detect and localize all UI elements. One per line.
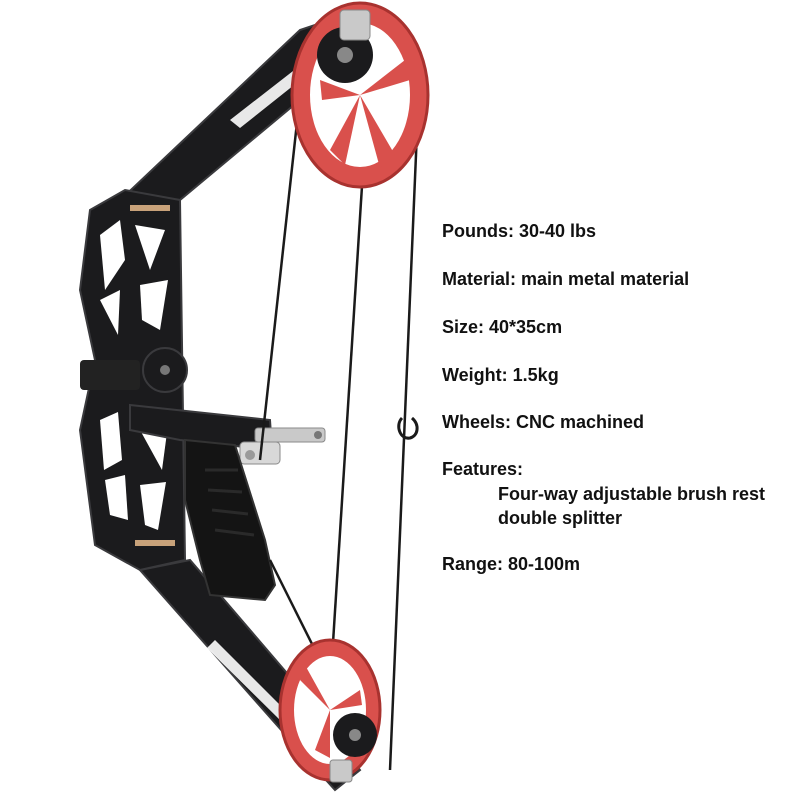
spec-weight: Weight: 1.5kg: [442, 365, 559, 385]
spec-range: Range: 80-100m: [442, 554, 581, 574]
spec-features-heading: Features:: [442, 459, 524, 479]
lower-limb-slot: [207, 640, 290, 722]
brush-rest: [239, 427, 326, 465]
lower-cam: [278, 638, 382, 783]
spec-size: Size: 40*35cm: [442, 317, 563, 337]
spec-feature-item: double splitter: [498, 508, 623, 528]
spec-pounds: Pounds: 30-40 lbs: [442, 221, 597, 241]
d-loop: [397, 416, 419, 440]
spec-wheels: Wheels: CNC machined: [442, 412, 645, 432]
upper-cam: [290, 1, 430, 189]
grip: [184, 438, 277, 602]
spec-feature-item: Four-way adjustable brush rest: [498, 484, 766, 504]
spec-material: Material: main metal material: [442, 269, 690, 289]
side-mount: [80, 360, 140, 390]
